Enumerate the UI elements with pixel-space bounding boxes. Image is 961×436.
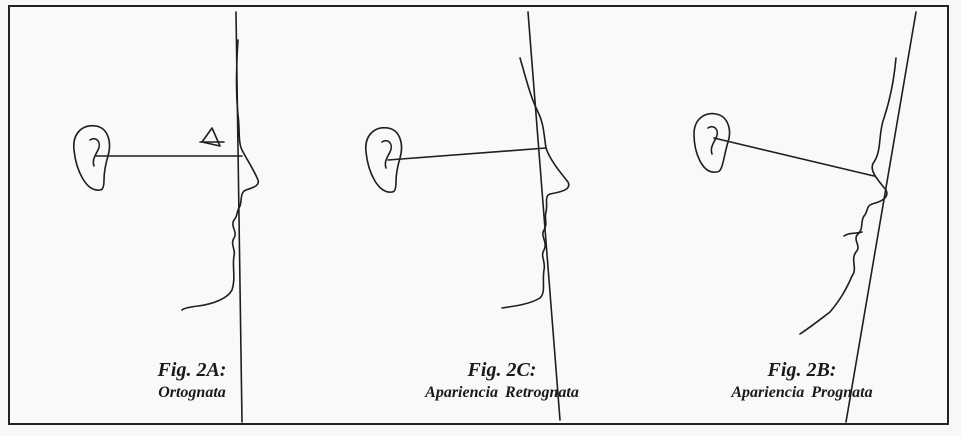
ear-inner-b bbox=[708, 127, 717, 154]
fig-2b-description: Apariencia Prognata bbox=[672, 382, 932, 404]
fig-2a-description: Ortognata bbox=[62, 382, 322, 404]
fig-2c-label: Fig. 2C: bbox=[372, 358, 632, 382]
ear-icon-b bbox=[694, 114, 730, 172]
caption-fig-2c: Fig. 2C: Apariencia Retrognata bbox=[372, 358, 632, 404]
caption-fig-2b: Fig. 2B: Apariencia Prognata bbox=[672, 358, 932, 404]
ear-inner-c bbox=[382, 141, 391, 168]
facial-profile-b bbox=[800, 58, 896, 334]
angle-marker-icon bbox=[202, 128, 220, 146]
facial-profile-b-lip bbox=[844, 232, 862, 236]
facial-profile-a bbox=[182, 40, 258, 310]
caption-fig-2a: Fig. 2A: Ortognata bbox=[62, 358, 322, 404]
ear-inner-a bbox=[90, 139, 99, 166]
tragus-nasion-line-b bbox=[714, 138, 874, 176]
fig-2c-description: Apariencia Retrognata bbox=[372, 382, 632, 404]
fig-2a-label: Fig. 2A: bbox=[62, 358, 322, 382]
tragus-nasion-line-c bbox=[388, 148, 546, 160]
ear-icon-a bbox=[74, 126, 110, 190]
fig-2b-label: Fig. 2B: bbox=[672, 358, 932, 382]
facial-profile-c bbox=[502, 58, 569, 308]
